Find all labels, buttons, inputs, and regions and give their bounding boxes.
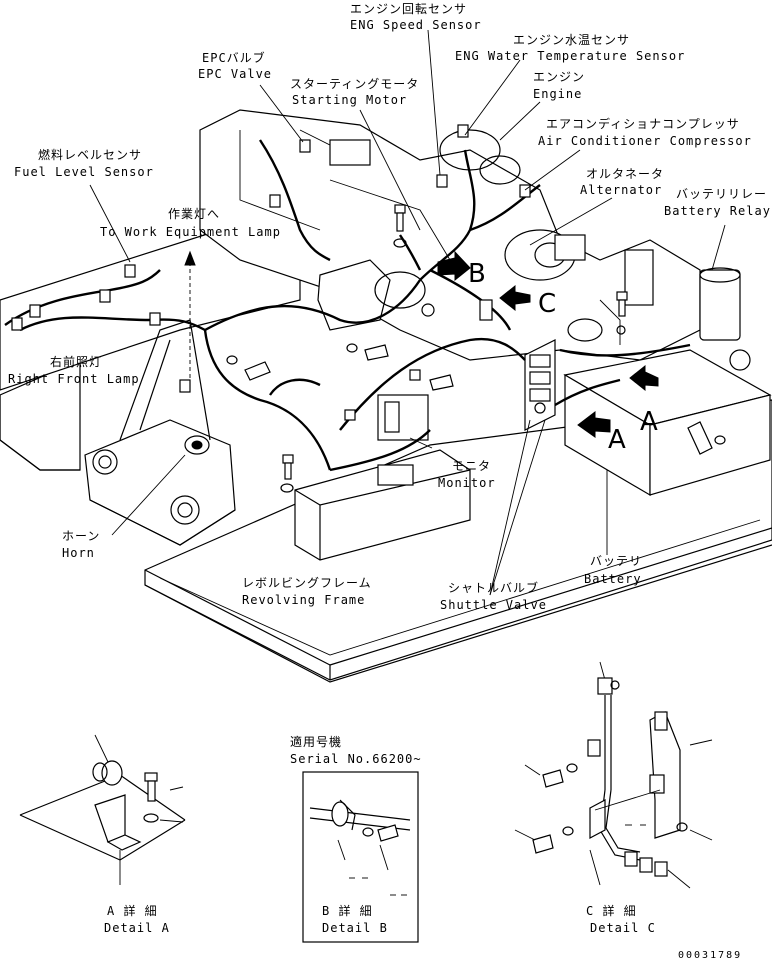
detail-a-jp: A 詳 細 [107,903,158,918]
battery-jp: バッテリ [590,554,642,568]
starting-motor-en: Starting Motor [292,93,407,107]
detail-b-drawing [309,799,411,896]
bolt [226,355,271,381]
battery-relay-jp: バッテリリレー [676,187,767,201]
work-lamp-jp: 作業灯へ [168,207,220,221]
bolt [429,374,454,391]
monitor-box [294,394,471,561]
air-compressor-en: Air Conditioner Compressor [538,134,752,148]
fuel-level-sensor-en: Fuel Level Sensor [14,165,154,179]
engine-en: Engine [533,87,582,101]
detail-c-jp: C 詳 細 [586,903,637,918]
alternator-jp: オルタネータ [586,167,664,181]
view-marker-b: B [468,259,486,289]
alternator [504,229,586,281]
serial-jp: 適用号機 [290,734,342,749]
horn-jp: ホーン [62,529,100,543]
view-marker-c: C [538,289,556,319]
eng-speed-sensor-jp: エンジン回転センサ [350,2,467,16]
fuel-level-sensor-jp: 燃料レベルセンサ [38,147,142,162]
arrow-c [499,284,531,312]
main-assembly-view: B C A A [0,109,772,683]
revolving-frame-jp: レボルビングフレーム [242,576,372,590]
monitor-en: Monitor [438,476,496,490]
monitor-jp: モニタ [452,459,491,473]
air-compressor-jp: エアコンディショナコンプレッサ [546,116,740,131]
bolt [393,204,407,248]
bolt [687,421,726,455]
wire-harness [4,139,691,472]
engine-jp: エンジン [533,70,585,84]
detail-a: A 詳 細 Detail A [19,734,186,935]
eng-water-temp-sensor-en: ENG Water Temperature Sensor [455,49,685,63]
detail-b: 適用号機 Serial No.66200~ B 詳 細 Detail B [290,734,422,943]
view-marker-a-left: A [608,425,626,455]
arrow-a1 [577,410,611,438]
detail-b-en: Detail B [322,921,388,935]
view-arrows [437,250,659,438]
serial-en: Serial No.66200~ [290,752,422,766]
leader-lines [89,29,726,596]
work-lamp-arrow [184,250,196,380]
detail-a-en: Detail A [104,921,170,935]
bolt [346,343,389,361]
shuttle-valve-en: Shuttle Valve [440,598,547,612]
right-front-lamp-jp: 右前照灯 [50,354,102,369]
bolt [280,454,294,493]
eng-water-temp-sensor-jp: エンジン水温センサ [513,33,630,47]
horn-en: Horn [62,546,95,560]
view-marker-a-right: A [640,407,658,437]
detail-b-jp: B 詳 細 [322,903,373,918]
connectors [11,124,531,421]
starting-motor [317,259,435,331]
detail-c: C 詳 細 Detail C [514,661,713,935]
epc-valve-jp: EPCバルブ [202,50,266,65]
horn [184,435,210,455]
drawing-number: 00031789 [678,950,742,961]
detail-b-frame [302,771,419,943]
eng-speed-sensor-en: ENG Speed Sensor [350,18,482,32]
detail-c-drawing [514,661,713,889]
callouts: エンジン回転センサ ENG Speed Sensor エンジン水温センサ ENG… [8,2,771,612]
alternator-en: Alternator [580,183,662,197]
work-lamp-en: To Work Equipment Lamp [100,225,281,239]
revolving-frame-en: Revolving Frame [242,593,365,607]
battery-relay-en: Battery Relay [664,204,771,218]
arrow-b [437,250,471,282]
right-front-lamp-en: Right Front Lamp [8,372,140,386]
battery-en: Battery [584,572,642,586]
shuttle-valve-block [524,339,556,431]
bolt [616,291,628,317]
detail-c-en: Detail C [590,921,656,935]
epc-valve-en: EPC Valve [198,67,272,81]
detail-a-drawing [19,734,186,885]
starting-motor-jp: スターティングモータ [290,77,419,91]
shuttle-valve-jp: シャトルバルブ [448,580,539,595]
arrow-a2 [629,364,659,392]
bolts [226,204,726,493]
